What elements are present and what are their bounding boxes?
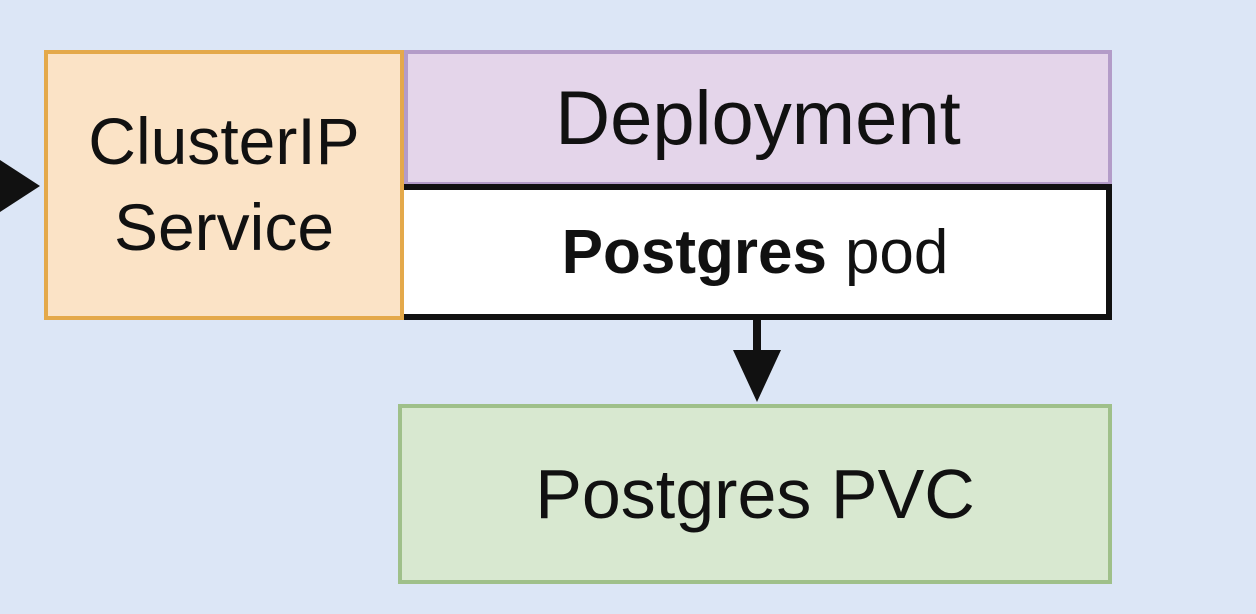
pvc-label: Postgres PVC — [535, 455, 975, 533]
postgres-pvc-box: Postgres PVC — [398, 404, 1112, 584]
deployment-box: Deployment — [404, 50, 1112, 186]
incoming-arrow-to-service — [0, 160, 40, 212]
service-label-line1: ClusterIP — [88, 104, 360, 179]
incoming-arrowhead — [0, 160, 40, 212]
pod-name-label: Postgres — [561, 217, 827, 287]
pod-to-pvc-arrowhead — [733, 350, 781, 402]
pod-suffix-label: pod — [844, 217, 949, 287]
clusterip-service-box: ClusterIP Service — [44, 50, 404, 320]
deployment-label: Deployment — [555, 75, 961, 161]
service-label-line2: Service — [113, 190, 335, 264]
postgres-pod-box: Postgres pod — [404, 184, 1112, 320]
pod-to-pvc-arrow — [733, 320, 781, 402]
